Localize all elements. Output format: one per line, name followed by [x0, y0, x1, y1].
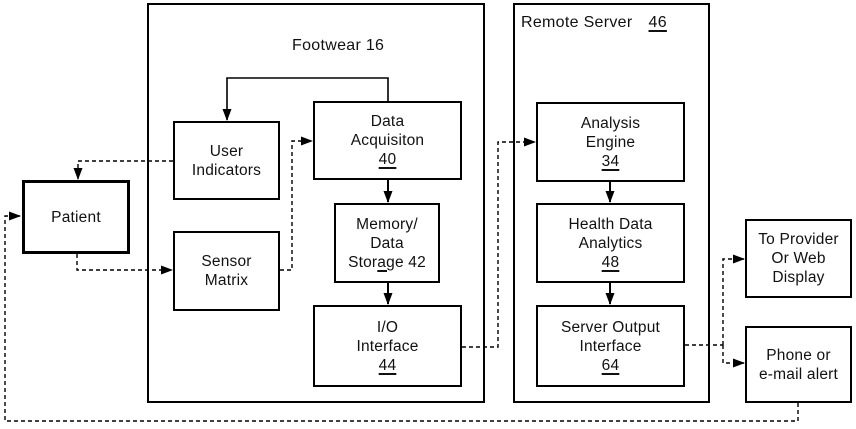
remote-server-label-text: Remote Server: [521, 14, 633, 31]
analysis-engine-line1: Analysis: [580, 114, 641, 132]
provider-display-line1: To Provider: [758, 231, 839, 248]
health-data-analytics-box: Health Data Analytics 48: [536, 203, 685, 283]
server-output-line2: Interface: [579, 337, 642, 355]
health-analytics-ref-number: 48: [601, 253, 620, 271]
user-indicators-line1: User: [209, 142, 244, 160]
data-acquisition-line1: Data: [370, 113, 405, 130]
provider-display-line3: Display: [772, 269, 825, 286]
memory-storage-ref-underline: ag: [377, 253, 395, 271]
footwear-container-label: Footwear 16: [292, 37, 385, 54]
patient-box: Patient: [22, 180, 130, 254]
phone-alert-line1: Phone or: [766, 346, 831, 364]
phone-alert-line2: e-mail alert: [758, 365, 839, 383]
data-acquisition-ref-number: 40: [378, 151, 397, 168]
data-acquisition-box: Data Acquisiton 40: [313, 101, 462, 180]
remote-server-container-label: Remote Server 46: [521, 13, 667, 32]
analysis-engine-ref-number: 34: [601, 152, 620, 170]
user-indicators-box: User Indicators: [173, 121, 280, 200]
memory-storage-line3-suffix: e 42: [394, 253, 426, 271]
server-output-ref-number: 64: [601, 356, 620, 374]
memory-storage-line2: Data: [370, 234, 404, 252]
connector-server-output-to-phone-alert: [722, 345, 745, 368]
memory-data-storage-box: Memory/ Data Storage 42: [334, 203, 440, 283]
phone-email-alert-box: Phone or e-mail alert: [745, 326, 852, 403]
user-indicators-line2: Indicators: [191, 161, 262, 179]
provider-display-line2: Or Web: [771, 250, 826, 267]
sensor-matrix-box: Sensor Matrix: [173, 231, 280, 311]
analysis-engine-line2: Engine: [585, 133, 636, 151]
remote-server-ref-number: 46: [648, 14, 667, 31]
memory-storage-line3-prefix: Stor: [348, 253, 378, 271]
sensor-matrix-line1: Sensor: [201, 253, 252, 270]
memory-storage-line1: Memory/: [356, 215, 418, 233]
io-interface-line1: I/O: [376, 318, 399, 336]
io-interface-line2: Interface: [356, 337, 419, 355]
analysis-engine-box: Analysis Engine 34: [536, 102, 685, 182]
provider-web-display-box: To Provider Or Web Display: [745, 219, 852, 298]
patient-label: Patient: [51, 208, 101, 226]
health-analytics-line2: Analytics: [578, 234, 643, 252]
server-output-line1: Server Output: [560, 318, 661, 336]
sensor-matrix-line2: Matrix: [204, 272, 249, 289]
io-interface-box: I/O Interface 44: [313, 305, 462, 387]
io-interface-ref-number: 44: [378, 356, 397, 374]
health-analytics-line1: Health Data: [568, 215, 653, 233]
data-acquisition-line2: Acquisiton: [350, 132, 425, 149]
memory-storage-line3: Storage 42: [348, 253, 426, 272]
server-output-interface-box: Server Output Interface 64: [536, 305, 685, 387]
connector-server-output-to-provider-display: [722, 254, 745, 345]
